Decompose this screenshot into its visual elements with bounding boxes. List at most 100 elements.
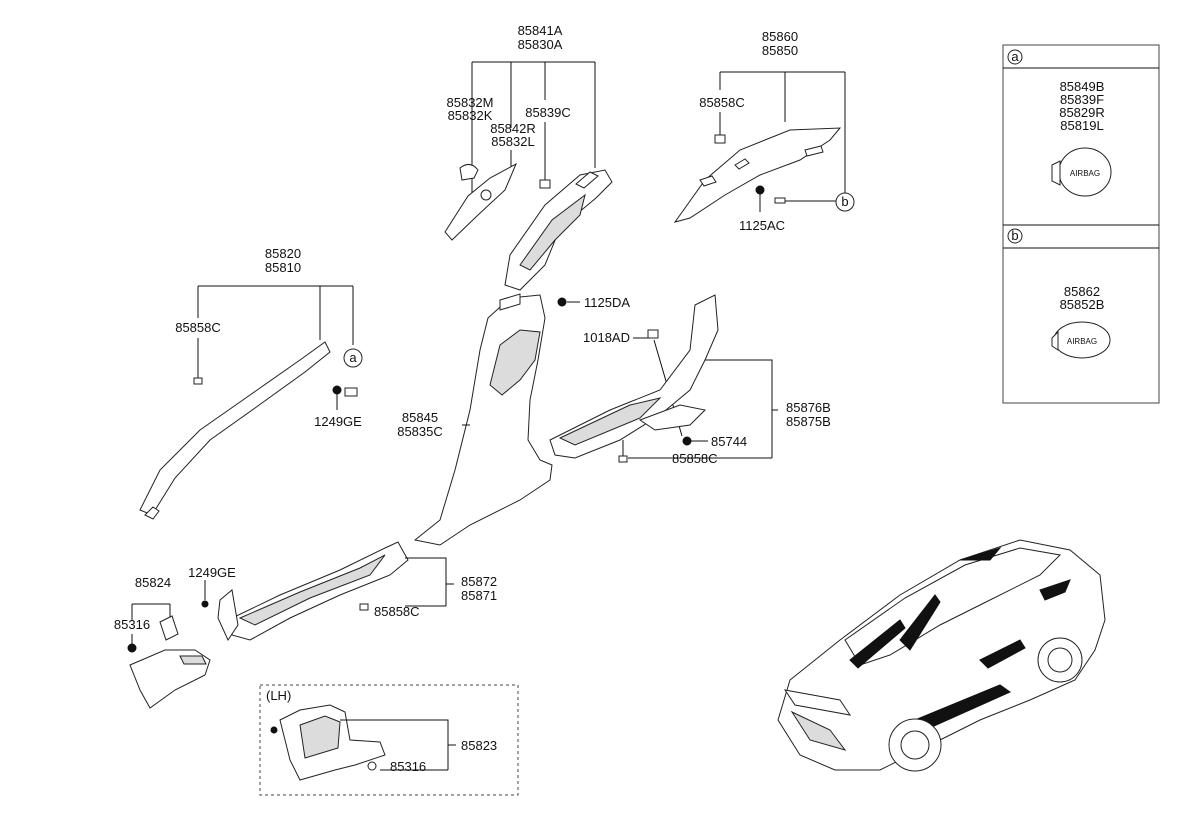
ref-b-letter: b (841, 194, 848, 209)
label-85875b: 85875B (786, 414, 831, 429)
legend-a-part-4: 85819L (1060, 118, 1103, 133)
label-85839c: 85839C (525, 105, 571, 120)
kick-face (179, 655, 207, 665)
lh-box-frame (259, 684, 519, 796)
legend-a-letter: a (1011, 49, 1019, 64)
car-hub-rear (1047, 647, 1073, 673)
lh-screw (270, 726, 278, 734)
clip-85839c (539, 179, 551, 189)
screw-1125ac (755, 185, 765, 195)
label-1125da: 1125DA (584, 295, 630, 310)
car-grille (790, 710, 847, 751)
legend: a 85849B 85839F 85829R 85819L AIRBAG b 8… (1002, 44, 1160, 404)
legend-a-circle (1007, 49, 1023, 65)
car-pillar-a (849, 619, 906, 669)
car-roof (844, 547, 1062, 666)
legend-a-part-3: 85829R (1059, 105, 1105, 120)
screw-1249ge-front (332, 385, 342, 395)
label-85858c-front-scuff: 85858C (374, 604, 420, 619)
label-85860: 85860 (762, 29, 798, 44)
trim-hole (480, 189, 492, 201)
clip-85316-kick (127, 643, 137, 653)
screw-1125da (557, 297, 567, 307)
label-85876b: 85876B (786, 400, 831, 415)
label-85316-lh: 85316 (390, 759, 426, 774)
group-front-scuff: 85872 85871 85858C (217, 541, 497, 642)
leader-85876b (705, 359, 778, 458)
label-85845: 85845 (402, 410, 438, 425)
leader-85858c-rear (622, 440, 772, 459)
legend-a-part-2: 85839F (1060, 92, 1104, 107)
trim-85842r (444, 162, 518, 241)
label-lh: (LH) (266, 688, 291, 703)
ref-a-letter: a (349, 350, 357, 365)
label-85842r: 85842R (490, 121, 536, 136)
scuff-rear-face (558, 397, 662, 446)
label-85858c-front: 85858C (175, 320, 221, 335)
label-85832l: 85832L (491, 134, 534, 149)
legend-b-part-2: 85852B (1060, 297, 1105, 312)
clip-85858c-rear (618, 455, 628, 463)
car-pillar-c (1039, 579, 1071, 601)
leader-85823 (340, 719, 456, 771)
group-front-pillar: 85820 85810 85858C a 1249GE (139, 246, 363, 520)
pillar-window (489, 329, 541, 396)
car-hub-front (900, 730, 930, 760)
pillar-tab (499, 293, 521, 311)
trim-slot3 (804, 145, 824, 157)
label-85835c: 85835C (397, 424, 443, 439)
scuff-rear-flap (638, 404, 707, 431)
clip-85858c-top (714, 134, 726, 144)
leader-85820 (197, 285, 354, 345)
trim-slot2 (699, 175, 717, 187)
car-illustration (777, 539, 1106, 772)
label-1018ad: 1018AD (583, 330, 630, 345)
car-scuff-rear (979, 639, 1026, 669)
legend-b-circle (1007, 228, 1023, 244)
leader-sub (471, 122, 546, 180)
clip-85744 (682, 436, 692, 446)
trim-slot (734, 158, 750, 170)
label-85871: 85871 (461, 588, 497, 603)
kick-tab (159, 615, 179, 641)
legend-a-badge-clip (1051, 160, 1061, 186)
trim-85820 (139, 341, 331, 516)
label-85832m: 85832M (447, 95, 494, 110)
label-85850: 85850 (762, 43, 798, 58)
scuff-front-face (238, 554, 386, 626)
lh-face (299, 715, 341, 759)
clip-85858c-front (193, 377, 203, 385)
leader-85841a (471, 61, 596, 200)
label-85810: 85810 (265, 260, 301, 275)
legend-b-badge-text: AIRBAG (1067, 337, 1097, 346)
label-85841a: 85841A (518, 23, 563, 38)
clip-b-ref (774, 197, 786, 204)
group-upper-pillar: 85841A 85830A 85832M 85832K 85842R 85832… (444, 23, 613, 291)
label-85872: 85872 (461, 574, 497, 589)
group-rear-scuff: 1018AD 85876B 85875B 85744 85858C (549, 294, 831, 466)
group-c-pillar: 85860 85850 85858C 1125AC b (673, 29, 855, 233)
label-85824: 85824 (135, 575, 171, 590)
ref-a-circle (343, 348, 363, 368)
clip-85316-lh (367, 761, 377, 771)
scuff-front-end (217, 589, 239, 642)
legend-b-badge-clip (1051, 330, 1059, 351)
clip-85858c-front-scuff (359, 603, 369, 611)
trim-window (519, 193, 586, 271)
clip-a-ref (344, 387, 358, 397)
label-85830a: 85830A (518, 37, 563, 52)
legend-a-badge-text: AIRBAG (1070, 169, 1100, 178)
group-center-pillar: 1125DA 85845 85835C (397, 293, 630, 546)
car-headlight (783, 689, 852, 716)
group-lh-box: (LH) 85823 85316 (259, 684, 519, 796)
leader-85872 (405, 557, 454, 607)
car-pillar-b (899, 594, 941, 651)
trim-tab (575, 171, 599, 189)
label-85858c-rear: 85858C (672, 451, 718, 466)
label-1249ge-front: 1249GE (314, 414, 362, 429)
label-85820: 85820 (265, 246, 301, 261)
label-1249ge-kick: 1249GE (188, 565, 236, 580)
legend-b-letter: b (1011, 228, 1018, 243)
